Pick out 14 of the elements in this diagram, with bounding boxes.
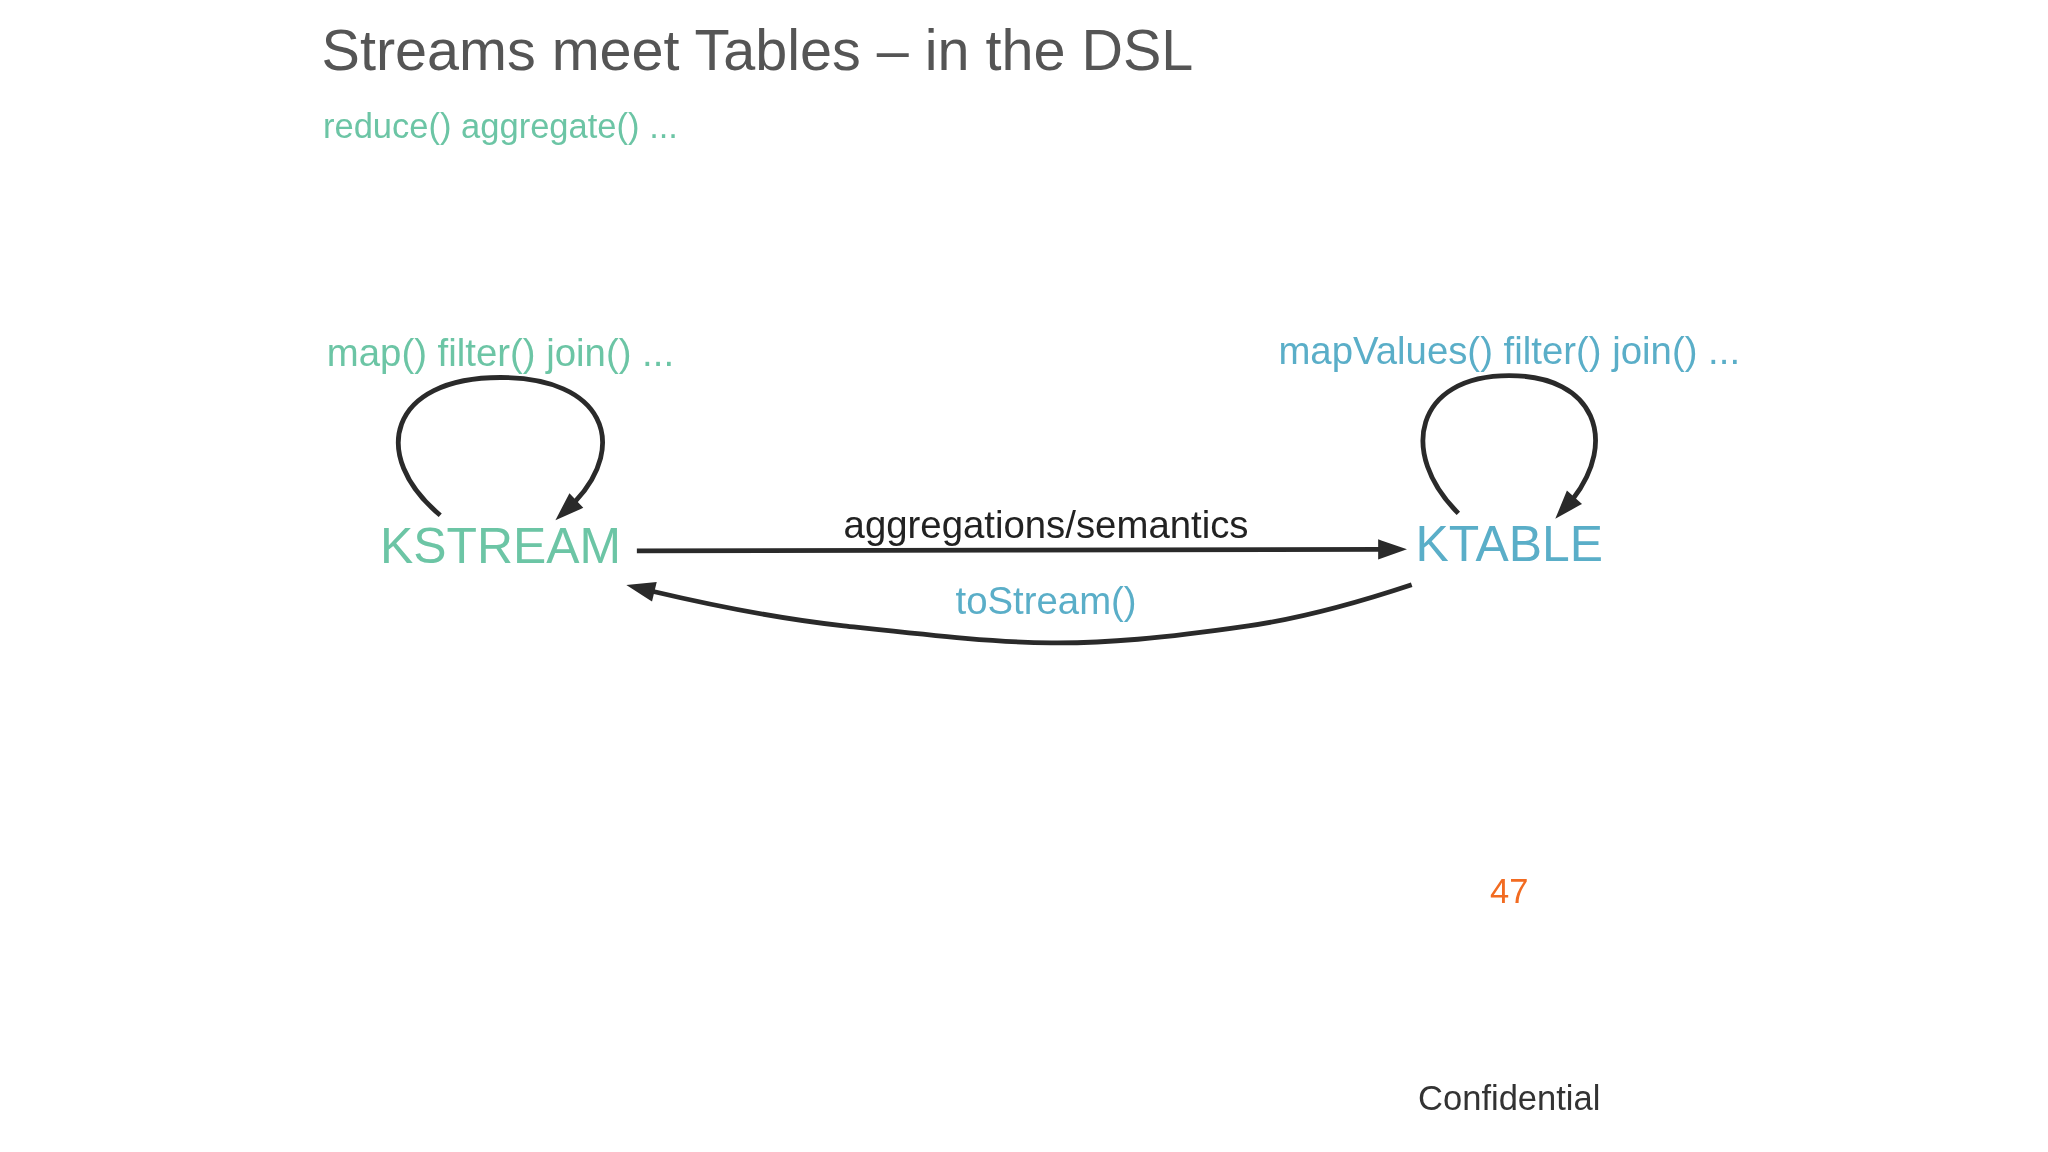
diagram-title: Streams meet Tables – in the DSL [321,17,1193,82]
arrow [625,581,1412,646]
node-text: KTABLE [1414,516,1603,573]
arrow [395,375,605,521]
edge-label: aggregations/semantics [843,502,1249,546]
edge-label: toStream() [955,579,1137,623]
label: 47 [1489,871,1528,910]
edge-label: mapValues() filter() join() ... [1277,329,1740,373]
label: Confidential [1417,1078,1600,1117]
arrow [1420,373,1598,519]
arrow [636,539,1407,560]
edge-label: map() filter() join() ... [326,331,674,374]
node-text: KSTREAM [379,518,621,575]
label: reduce() aggregate() ... [322,106,678,145]
